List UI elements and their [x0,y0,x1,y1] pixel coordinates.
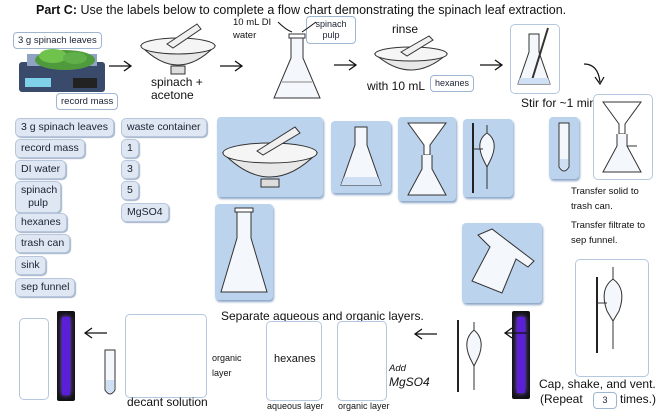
organic-layer-drop[interactable] [337,321,387,401]
decant-drop[interactable] [125,314,207,398]
arrow-left-icon [82,327,108,339]
final-drop[interactable] [19,318,49,400]
tile-flask-tilted[interactable] [462,223,542,303]
organic-layer-label: organic layer [212,351,252,381]
label-chip[interactable]: record mass [15,139,85,158]
flask-image [215,204,273,300]
mortar-caption: spinach + acetone [151,76,221,102]
filter-flask-image [593,94,651,178]
title-part: Part C: [36,3,77,17]
test-tube-image [100,348,120,400]
scale-caption: record mass [56,93,118,110]
label-chip[interactable]: hexanes [15,213,67,232]
label-chip[interactable]: waste container [121,118,207,137]
tile-test-tube[interactable] [549,117,579,179]
tile-sep-funnel[interactable] [463,119,513,197]
with-label: with 10 mL [367,79,425,93]
tile-mortar[interactable] [217,117,323,197]
repeat-prefix: (Repeat [540,392,583,406]
scale-label: 3 g spinach leaves [13,32,102,49]
mortar-pestle-image [217,117,323,197]
flask-image [258,16,338,106]
mortar-pestle-image [137,20,219,78]
separate-label: Separate aqueous and organic layers. [221,309,424,323]
arrow-right-icon [333,59,359,71]
tile-flask-large[interactable] [215,204,273,300]
hexanes-box-label: hexanes [274,353,316,365]
aqueous-layer-caption: aqueous layer [267,401,324,411]
arrow-curve-icon [582,60,606,88]
arrow-right-icon [479,59,505,71]
label-chip[interactable]: 1 [121,139,139,158]
add-label: Add [389,363,406,374]
arrow-left-icon [412,328,438,340]
page-title: Part C: Use the labels below to complete… [36,3,566,17]
filter-flask-image [398,117,456,201]
tile-filter-flask[interactable] [398,117,456,201]
sep-funnel-image [463,119,513,197]
arrow-right-icon [108,60,134,72]
label-chip[interactable]: 3 g spinach leaves [15,118,114,137]
hexanes-chip: hexanes [430,75,474,92]
label-chip[interactable]: spinach pulp [15,181,61,213]
label-chip[interactable]: 5 [121,181,139,200]
flask-tilted-image [462,223,542,303]
uv-lamp-image [512,311,530,399]
title-text: Use the labels below to complete a flow … [80,3,566,17]
label-chip[interactable]: DI water [15,160,66,179]
cap-shake-label: Cap, shake, and vent. [539,377,656,391]
sep-funnel-image [446,316,496,396]
organic-layer-caption: organic layer [338,401,390,411]
uv-lamp-image [57,311,75,401]
transfer-filtrate-label: Transfer filtrate to sep funnel. [571,218,657,248]
arrow-right-icon [219,60,245,72]
repeat-suffix: times.) [620,392,656,406]
transfer-solid-label: Transfer solid to trash can. [571,184,657,214]
label-chip[interactable]: 3 [121,160,139,179]
test-tube-image [549,117,579,179]
flask-rod-image [510,24,558,92]
label-chip[interactable]: sep funnel [15,278,75,297]
decant-label: decant solution [127,395,208,409]
label-chip[interactable]: MgSO4 [121,203,169,222]
tile-flask[interactable] [331,121,391,193]
arrow-left-icon [502,327,528,339]
label-chip[interactable]: trash can [15,234,70,253]
sep-funnel-image [575,259,647,375]
flask-image [331,121,391,193]
mgso4-label: MgSO4 [389,375,430,389]
repeat-value[interactable]: 3 [593,392,617,409]
label-chip[interactable]: sink [15,256,46,275]
